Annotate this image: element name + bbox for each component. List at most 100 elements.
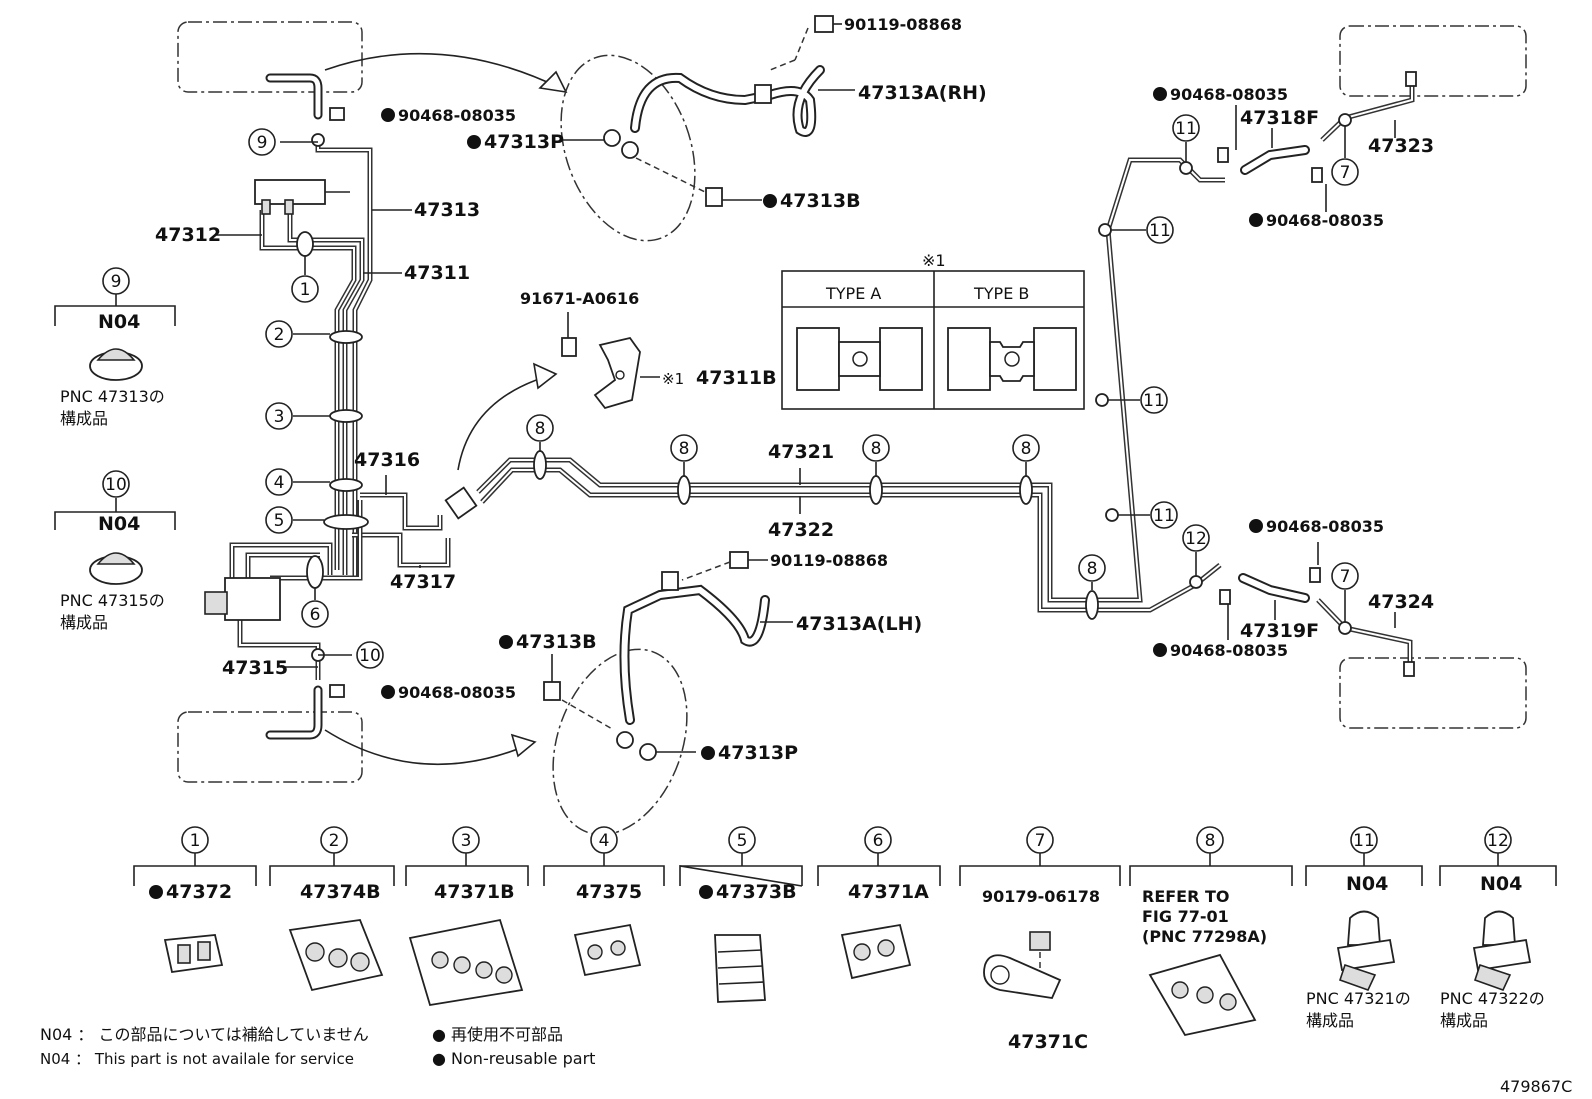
bottom-item-8-refer2: FIG 77-01 xyxy=(1142,907,1229,926)
clip-11-marker-d xyxy=(1105,508,1119,522)
clip-90468-icons xyxy=(329,107,1323,698)
callout-circle-8 xyxy=(670,434,698,462)
label-47313: 47313 xyxy=(414,199,480,221)
banjo-fitting-icon-bottom xyxy=(616,731,634,749)
callout-circle-11 xyxy=(1172,114,1200,142)
callout-number-6: 6 xyxy=(310,605,321,625)
callout-number-1: 1 xyxy=(300,280,311,300)
bottom-item-5-label: 47373B xyxy=(716,881,797,903)
clip-12-marker xyxy=(1189,575,1203,589)
bottom-item-7-bottom-label: 47371C xyxy=(1008,1031,1088,1053)
banjo-fitting-icon-bottom-2 xyxy=(639,743,657,761)
label-47313b-top: 47313B xyxy=(780,190,861,212)
callout-number-8: 8 xyxy=(535,419,546,439)
clamp-47371a-icon xyxy=(840,923,912,980)
bottom-item-12-label: N04 xyxy=(1480,873,1522,895)
label-47321: 47321 xyxy=(768,441,834,463)
bottom-item-12-pnc: PNC 47322の xyxy=(1440,989,1545,1008)
bottom-item-8-refer3: (PNC 77298A) xyxy=(1142,927,1267,946)
label-47318f: 47318F xyxy=(1240,107,1319,129)
bottom-item-8-refer1: REFER TO xyxy=(1142,887,1230,906)
type-a-label: TYPE A xyxy=(825,284,881,303)
callout-number-11: 11 xyxy=(1149,221,1171,241)
callout-number-2: 2 xyxy=(274,325,285,345)
clamp-4-marker xyxy=(329,478,363,492)
bolt-90119-icon-top xyxy=(769,15,834,71)
bottom-item-3-label: 47371B xyxy=(434,881,515,903)
caliper-area-rear-lh xyxy=(1339,657,1527,729)
clamp-77298a-icon xyxy=(1148,953,1257,1037)
bolt-90119-icon-bottom xyxy=(681,551,749,581)
bottom-item-11-label: N04 xyxy=(1346,873,1388,895)
pipe-47317 xyxy=(352,532,451,568)
label-47311b: 47311B xyxy=(696,367,777,389)
legend-nonreusable-jp: ● 再使用不可部品 xyxy=(432,1025,563,1044)
brake-actuator xyxy=(204,577,281,621)
callout-circle-2 xyxy=(320,826,348,854)
clamp-8-marker-a xyxy=(533,450,547,480)
pipe-47316 xyxy=(360,492,443,531)
clamp-8-marker-e xyxy=(1085,590,1099,620)
label-47311: 47311 xyxy=(404,262,470,284)
label-clip-tr: 90468-08035 xyxy=(1170,85,1288,104)
ref-mark-box: ※1 xyxy=(922,251,946,270)
callout-circle-11 xyxy=(1140,386,1168,414)
label-47317: 47317 xyxy=(390,571,456,593)
side-item-10-pnc: PNC 47315の xyxy=(60,591,165,610)
label-47316: 47316 xyxy=(354,449,420,471)
bolt-47313b-icon-top xyxy=(705,187,723,207)
hose-47318f xyxy=(1240,145,1310,175)
type-b-label: TYPE B xyxy=(973,284,1029,303)
legend-nonreusable-en: ● Non-reusable part xyxy=(432,1049,595,1068)
bottom-item-7-label: 90179-06178 xyxy=(982,887,1100,906)
pipe-47324 xyxy=(1316,598,1413,668)
side-item-10-sub: 構成品 xyxy=(60,613,108,632)
callout-number-8: 8 xyxy=(1021,439,1032,459)
callout-circle-5 xyxy=(728,826,756,854)
type-ab-box xyxy=(781,270,1085,410)
bottom-item-2-label: 47374B xyxy=(300,881,381,903)
callout-number-7: 7 xyxy=(1340,163,1351,183)
label-47319f: 47319F xyxy=(1240,620,1319,642)
callout-number-10: 10 xyxy=(105,475,127,495)
label-clip-tl: 90468-08035 xyxy=(398,106,516,125)
caliper-area-front-rh xyxy=(177,21,363,93)
clamp-2-marker xyxy=(329,330,363,344)
callout-number-8: 8 xyxy=(871,439,882,459)
callout-circle-4 xyxy=(590,826,618,854)
ref-mark-47311b: ※1 xyxy=(662,370,684,388)
bottom-item-12-sub: 構成品 xyxy=(1440,1011,1488,1030)
callout-circle-7 xyxy=(1026,826,1054,854)
callout-arrow-bracket xyxy=(457,375,549,471)
callout-circle-8 xyxy=(1012,434,1040,462)
hose-47313a-lh xyxy=(619,584,770,725)
clamp-1-marker xyxy=(296,231,314,257)
proportioning-valve-47312 xyxy=(254,179,350,215)
label-47313a-rh: 47313A(RH) xyxy=(858,82,987,104)
pipe-47321 xyxy=(476,157,1225,603)
callout-number-6: 6 xyxy=(873,831,884,851)
legend-n04-en: N04 ： This part is not availale for serv… xyxy=(40,1050,354,1068)
callout-number-5: 5 xyxy=(274,511,285,531)
clip-12-icon xyxy=(1472,910,1532,991)
bottom-item-4-label: 47375 xyxy=(576,881,642,903)
callout-circle-11 xyxy=(1146,216,1174,244)
side-item-10-code: N04 xyxy=(98,513,140,535)
clip-7-marker-bot xyxy=(1338,621,1352,635)
bottom-item-6-label: 47371A xyxy=(848,881,929,903)
rear-rh-bleeder xyxy=(1405,71,1417,87)
callout-number-7: 7 xyxy=(1035,831,1046,851)
label-47313a-lh: 47313A(LH) xyxy=(796,613,922,635)
banjo-fitting-icon-top-2 xyxy=(621,141,639,159)
callout-number-7: 7 xyxy=(1340,567,1351,587)
callout-number-9: 9 xyxy=(111,272,122,292)
callout-circle-3 xyxy=(265,402,293,430)
clamp-6-marker xyxy=(306,555,324,589)
callout-number-8: 8 xyxy=(1087,559,1098,579)
banjo-fitting-icon-top xyxy=(603,129,621,147)
side-item-9-sub: 構成品 xyxy=(60,409,108,428)
union-bolt-icon-bottom xyxy=(661,571,679,591)
callout-circle-8 xyxy=(1078,554,1106,582)
label-clip-bl: 90468-08035 xyxy=(398,683,516,702)
